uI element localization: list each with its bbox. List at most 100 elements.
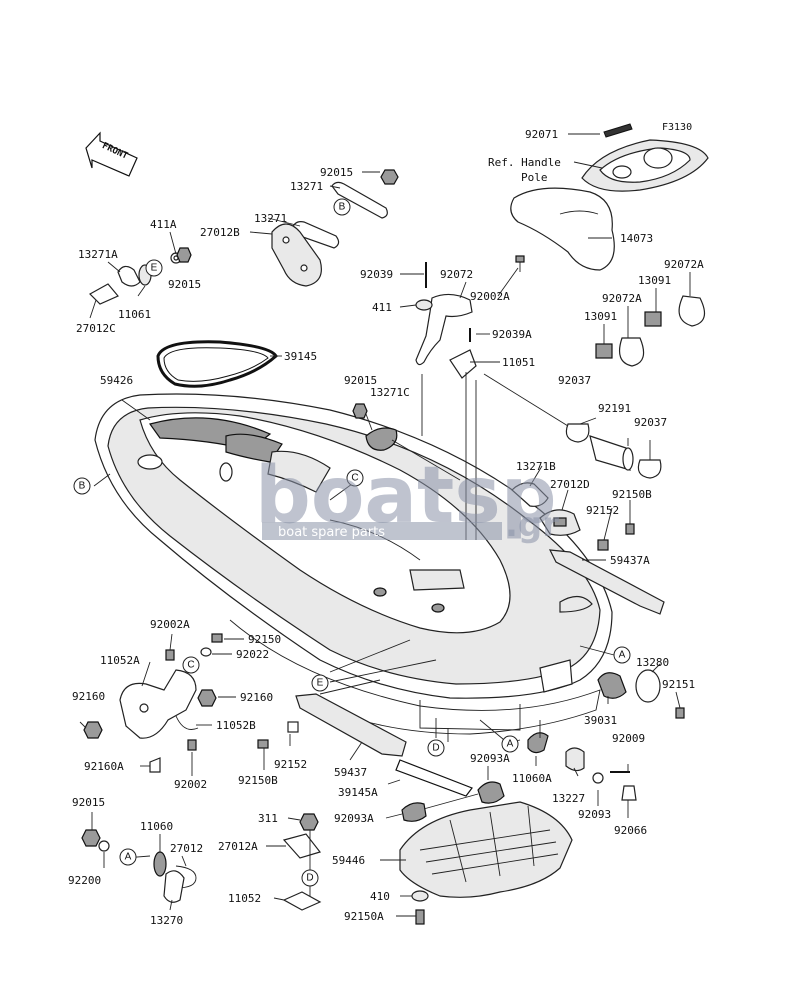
ref-note-line2: Pole [521,171,548,184]
rail-59437A [548,549,665,615]
collar-92152-r [597,539,609,551]
grille-59446 [399,801,573,898]
label-92160A: 92160A [84,760,124,773]
nut-92015-top [380,169,399,185]
svg-text:A: A [125,852,132,863]
nut-92160-r [197,689,217,707]
label-13271C: 13271C [370,386,410,399]
label-59437A: 59437A [610,554,650,567]
bracket-27012B [271,223,322,287]
label-92009: 92009 [612,732,645,745]
label-92039: 92039 [360,268,393,281]
label-92152-m: 92152 [274,758,307,771]
washer-92022 [200,647,212,657]
label-92150A: 92150A [344,910,384,923]
label-11052: 11052 [228,892,261,905]
ref-note-line1: Ref. Handle [488,156,561,169]
label-13280: 13280 [636,656,669,669]
label-92002A-l: 92002A [150,618,190,631]
label-92071: 92071 [525,128,558,141]
label-92191: 92191 [598,402,631,415]
bolt-92150B-r [625,523,635,535]
label-92200: 92200 [68,874,101,887]
label-39031: 39031 [584,714,617,727]
label-27012B: 27012B [200,226,240,239]
nut-92015-l [176,247,192,263]
washer-410 [411,890,429,902]
hatch-seal-39145 [156,340,278,388]
clip-11060A [527,732,549,754]
label-59437: 59437 [334,766,367,779]
svg-text:D: D [432,743,439,754]
washer-411 [415,299,433,311]
ref-circle-c-hull: C [346,469,364,487]
bracket-27012C [89,283,119,305]
label-92015-m: 92015 [344,374,377,387]
nut-311 [299,813,319,831]
label-92152-r: 92152 [586,504,619,517]
clamp-92037-a [565,423,590,443]
label-11052B: 11052B [216,719,256,732]
plate-13271B [511,482,549,507]
rail-59437 [295,693,407,757]
label-11060A: 11060A [512,772,552,785]
svg-text:B: B [79,481,86,492]
bolt-92150A [415,909,425,925]
svg-text:E: E [151,263,158,274]
clip-13271A [117,265,141,287]
label-27012C: 27012C [76,322,116,335]
clip-92160A [149,757,161,773]
label-13271-a: 13271 [290,180,323,193]
ref-circle-b-top: B [333,198,351,216]
seal-strip-92071 [603,123,633,138]
plug-92066 [621,785,637,801]
label-92150B-m: 92150B [238,774,278,787]
label-411: 411 [372,301,392,314]
bracket-11052 [282,891,322,911]
ref-circle-c-left: C [182,656,200,674]
label-13271A: 13271A [78,248,118,261]
bracket-11052A [119,669,197,739]
grommet-11060 [153,851,167,877]
nut-92160-l [83,721,103,739]
clip-13091-r [644,311,662,327]
leader-lines [79,133,691,917]
fitting-13227 [565,747,585,772]
label-13091-r: 13091 [638,274,671,287]
label-92150B-r: 92150B [612,488,652,501]
bolt-92002 [187,739,197,751]
label-13227: 13227 [552,792,585,805]
label-11052A: 11052A [100,654,140,667]
svg-text:C: C [187,660,194,671]
label-39145A: 39145A [338,786,378,799]
pad-92093A-b [401,802,427,822]
label-410: 410 [370,890,390,903]
label-92039A: 92039A [492,328,532,341]
label-92072: 92072 [440,268,473,281]
label-13271B: 13271B [516,460,556,473]
label-92022: 92022 [236,648,269,661]
grommet-13280 [635,669,661,703]
washer-92093 [592,772,604,784]
bolt-92151 [675,707,685,719]
label-92066: 92066 [614,824,647,837]
label-13270: 13270 [150,914,183,927]
bolt-92150-l [211,633,223,643]
label-27012: 27012 [170,842,203,855]
svg-text:A: A [619,650,626,661]
bracket-27012D [539,509,581,536]
ref-circle-a-mid: A [501,735,519,753]
watermark-tagline: boat spare parts [278,525,385,540]
bolt-92002A-l [165,649,175,661]
plate-13270 [163,870,185,903]
label-92015-b: 92015 [72,796,105,809]
ref-circle-e-mid: E [311,674,329,692]
label-11061: 11061 [118,308,151,321]
front-arrow-icon: FRONT [85,131,138,177]
label-14073: 14073 [620,232,653,245]
u-clip-27012 [175,865,197,889]
label-13091-l: 13091 [584,310,617,323]
clamp-92037-b [637,459,662,479]
svg-text:D: D [306,873,313,884]
